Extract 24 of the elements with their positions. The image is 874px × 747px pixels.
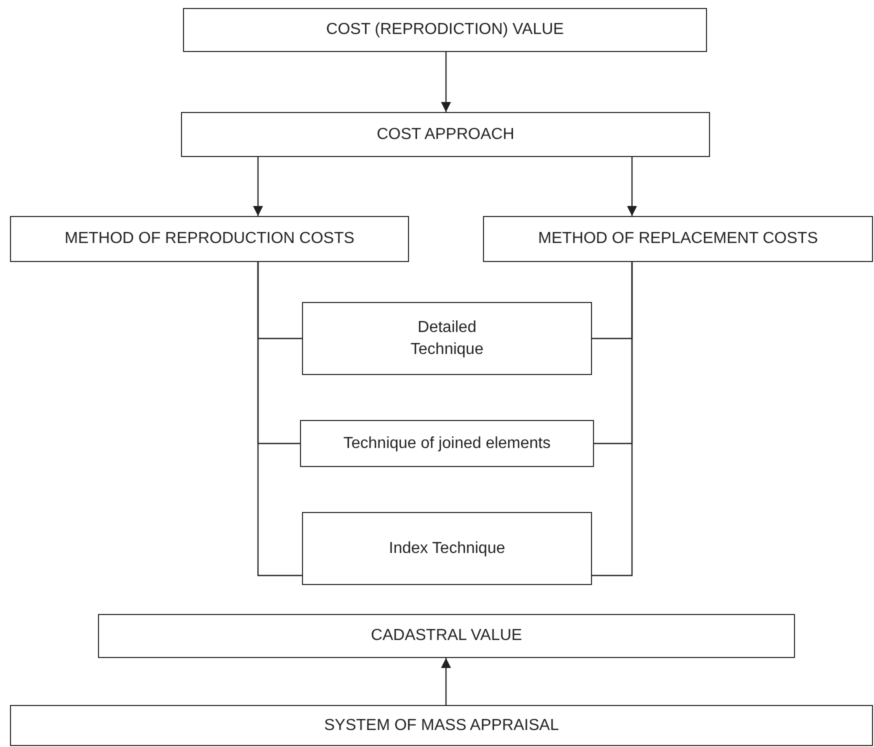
- process-box: [181, 112, 710, 157]
- process-box: [10, 705, 873, 746]
- process-box: [300, 420, 594, 467]
- arrow: [441, 658, 451, 705]
- box-label: METHOD OF REPLACEMENT COSTS: [538, 229, 818, 249]
- arrow: [253, 157, 263, 216]
- process-box: [302, 512, 592, 585]
- process-box: [302, 302, 592, 375]
- box-label: SYSTEM OF MASS APPRAISAL: [324, 716, 559, 736]
- process-box: [483, 216, 873, 262]
- box-label: Index Technique: [388, 538, 506, 558]
- process-box: [10, 216, 409, 262]
- box-label: Technique of joined elements: [343, 434, 551, 454]
- box-label: CADASTRAL VALUE: [370, 626, 522, 646]
- process-box: [183, 8, 707, 52]
- box-label: COST (REPRODICTION) VALUE: [326, 20, 564, 40]
- box-label: Detailed Technique: [410, 318, 484, 360]
- box-label: COST APPROACH: [376, 124, 514, 144]
- connector-line: [257, 262, 302, 576]
- box-label: METHOD OF REPRODUCTION COSTS: [64, 229, 354, 249]
- process-box: [98, 614, 795, 658]
- arrow: [441, 52, 451, 112]
- connector-line: [592, 262, 633, 576]
- arrow: [627, 157, 637, 216]
